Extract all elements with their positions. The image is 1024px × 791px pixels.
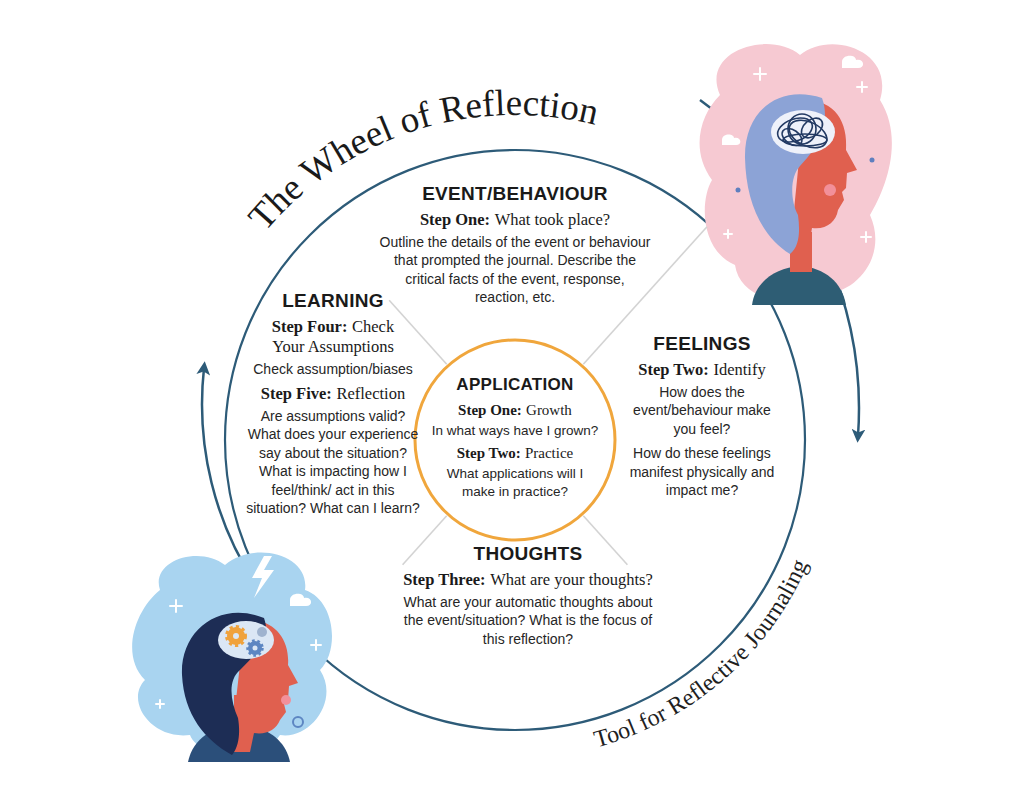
- section-body: How do these feelings manifest physicall…: [622, 444, 782, 499]
- sparkle: [857, 82, 867, 92]
- dot: [870, 158, 875, 163]
- step-label: Step One:: [458, 402, 522, 418]
- sparkles: [156, 600, 321, 708]
- step-label: Step Five:: [261, 384, 332, 403]
- sparkle: [861, 232, 871, 242]
- gear: [227, 627, 245, 645]
- feelings-section: FEELINGS Step Two: IdentifyHow does the ev…: [617, 333, 787, 506]
- step-label: Step Two:: [457, 445, 521, 461]
- step-line: Step Three: What are your thoughts?: [368, 570, 688, 590]
- section-body: Outline the details of the event or beha…: [379, 233, 651, 307]
- divider-line: [403, 516, 447, 565]
- step-question: Reflection: [336, 384, 405, 403]
- blush: [281, 695, 291, 705]
- sparkle: [311, 640, 321, 650]
- divider-line: [389, 300, 447, 364]
- step-question: What took place?: [495, 210, 610, 229]
- section-heading: THOUGHTS: [368, 543, 688, 565]
- step-question: Practice: [525, 445, 573, 461]
- section-body: What are your automatic thoughts about t…: [399, 593, 657, 648]
- section-heading: APPLICATION: [425, 375, 605, 395]
- step-line: Step Four:Check Your Assumptions: [263, 317, 403, 357]
- section-body: What applications will I make in practic…: [440, 465, 590, 500]
- step-line: Step Two: Identify: [617, 360, 787, 380]
- section-body: In what ways have I grown?: [425, 422, 605, 439]
- cloud: [842, 56, 863, 68]
- step-label: Step Three:: [403, 570, 485, 589]
- thoughts-section: THOUGHTS Step Three: What are your thought…: [368, 543, 688, 654]
- step-question: Identify: [713, 360, 765, 379]
- gear-hole: [233, 633, 239, 639]
- lightning: [252, 556, 274, 598]
- section-heading: FEELINGS: [617, 333, 787, 355]
- step-question: Growth: [526, 402, 572, 418]
- dot: [736, 188, 741, 193]
- step-line: Step One: What took place?: [365, 210, 665, 230]
- step-label: Step One:: [420, 210, 490, 229]
- mind: [771, 110, 835, 154]
- section-body: How does the event/behaviour make you fe…: [627, 383, 777, 438]
- sparkle: [170, 600, 182, 612]
- step-line: Step One:Growth: [425, 401, 605, 419]
- cloud: [290, 594, 311, 606]
- step-label: Step Four:: [272, 317, 348, 336]
- section-heading: LEARNING: [242, 290, 424, 312]
- gear: [248, 641, 262, 655]
- sparkle: [754, 68, 766, 80]
- section-body: Check assumption/biases: [242, 360, 424, 378]
- scribble: [774, 114, 831, 154]
- cloud: [722, 134, 740, 145]
- mind: [218, 621, 274, 659]
- hub-circle: [415, 340, 615, 540]
- ring: [293, 717, 303, 727]
- application-hub: APPLICATION Step One:Growth In what ways h…: [425, 375, 605, 505]
- section-body: Are assumptions valid? What does your ex…: [243, 407, 423, 518]
- scribble-loop: [783, 134, 827, 146]
- section-heading: EVENT/BEHAVIOUR: [365, 183, 665, 205]
- gear: [257, 627, 267, 637]
- step-question: What are your thoughts?: [490, 570, 653, 589]
- head-blob: [700, 44, 892, 301]
- step-line: Step Five:Reflection: [242, 384, 424, 404]
- head-blob: [132, 553, 332, 756]
- step-line: Step Two:Practice: [425, 444, 605, 462]
- sparkle: [724, 230, 732, 238]
- step-label: Step Two:: [638, 360, 708, 379]
- divider-line: [583, 516, 627, 565]
- sparkles: [724, 68, 871, 242]
- learning-section: LEARNING Step Four:Check Your Assumptions…: [242, 290, 424, 524]
- sparkle: [156, 700, 164, 708]
- event-section: EVENT/BEHAVIOUR Step One: What took place?…: [365, 183, 665, 313]
- gear-hole: [253, 646, 258, 651]
- blush: [824, 184, 836, 196]
